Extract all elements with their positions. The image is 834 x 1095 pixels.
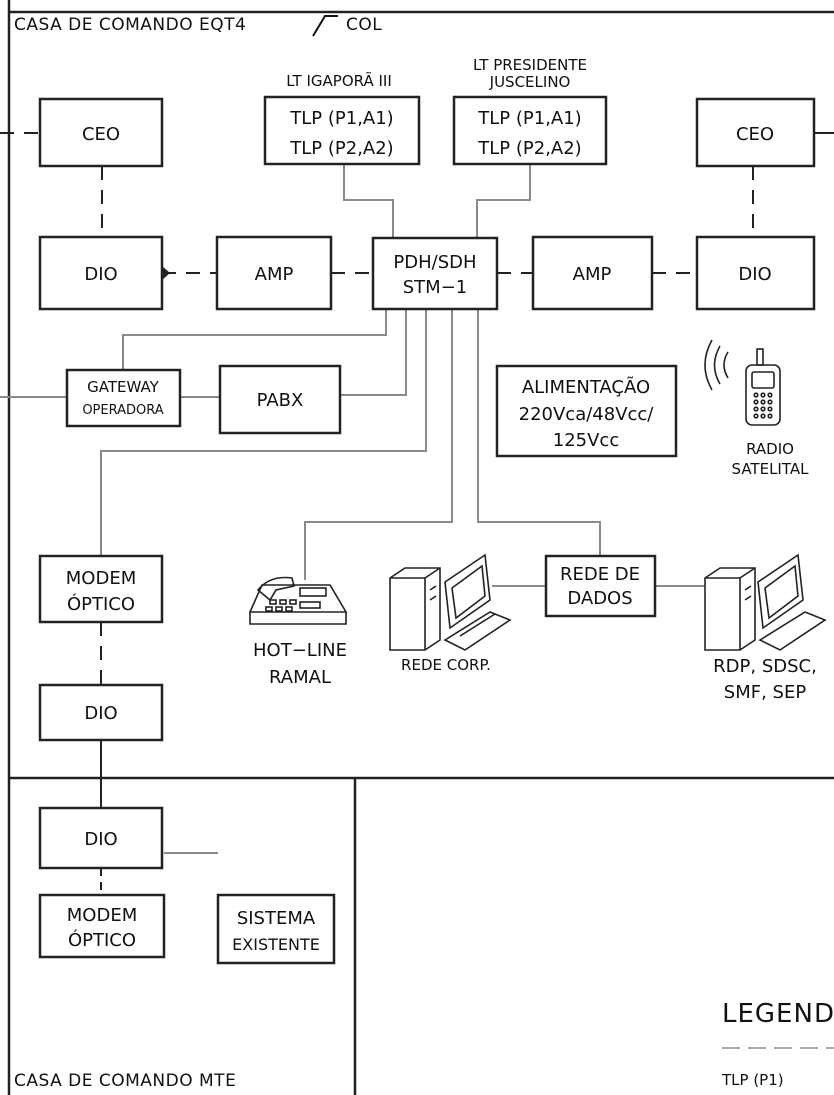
tlp-igapora-line2: TLP (P2,A2) [289, 138, 393, 159]
pdh-label-line1: PDH/SDH [393, 252, 476, 273]
modem-bottom-label-line2: ÓPTICO [68, 929, 136, 951]
rede-corp-label: REDE CORP. [401, 656, 491, 674]
radio-label-line2: SATELITAL [732, 460, 810, 478]
dio-left-label: DIO [84, 264, 117, 285]
pdh-label-line2: STM−1 [403, 277, 468, 298]
rdp-label-line2: SMF, SEP [724, 682, 807, 703]
rdp-computer-icon [705, 555, 825, 650]
pabx-label: PABX [257, 390, 304, 411]
alimentacao-label-line3: 125Vcc [553, 430, 619, 451]
lt-presidente-title-line1: LT PRESIDENTE [473, 56, 587, 74]
dio-bottom-label: DIO [84, 829, 117, 850]
alimentacao-label-line1: ALIMENTAÇÃO [522, 376, 650, 398]
top-section-title-suffix: COL [346, 15, 382, 35]
bottom-section-title: CASA DE COMANDO MTE [14, 1071, 236, 1091]
telephone-icon [250, 578, 346, 625]
pdh-sdh-box[interactable] [373, 238, 497, 309]
ceo-right-label: CEO [736, 124, 774, 145]
gateway-label-line2: OPERADORA [82, 403, 163, 418]
modem-top-label-line1: MODEM [66, 568, 136, 589]
ceo-left-label: CEO [82, 124, 120, 145]
rede-dados-label-line2: DADOS [567, 588, 632, 609]
lt-igapora-title: LT IGAPORÃ III [286, 71, 392, 90]
rede-dados-label-line1: REDE DE [560, 564, 640, 585]
top-section-title: CASA DE COMANDO EQT4 [14, 15, 246, 35]
legend-title: LEGEND [722, 999, 834, 1029]
lt-presidente-title-line2: JUSCELINO [489, 73, 571, 91]
tlp-presidente-line2: TLP (P2,A2) [477, 138, 581, 159]
amp-right-label: AMP [573, 264, 612, 285]
radio-satelital-phone-icon [705, 340, 780, 425]
gateway-label-line1: GATEWAY [87, 378, 159, 396]
modem-bottom-label-line1: MODEM [67, 905, 137, 926]
dio-middle-label: DIO [84, 703, 117, 724]
hotline-label-line1: HOT−LINE [253, 640, 347, 661]
dio-right-label: DIO [738, 264, 771, 285]
radio-label-line1: RADIO [746, 440, 794, 458]
rdp-label-line1: RDP, SDSC, [713, 656, 817, 677]
legend-tlp-label: TLP (P1) [721, 1071, 784, 1089]
amp-left-label: AMP [255, 264, 294, 285]
tlp-presidente-line1: TLP (P1,A1) [477, 108, 581, 129]
title-slash-mark [313, 16, 338, 36]
sistema-label-line1: SISTEMA [237, 908, 316, 929]
alimentacao-label-line2: 220Vca/48Vcc/ [519, 404, 655, 425]
tlp-igapora-line1: TLP (P1,A1) [289, 108, 393, 129]
sistema-label-line2: EXISTENTE [232, 935, 320, 954]
hotline-label-line2: RAMAL [269, 667, 331, 688]
rede-corp-computer-icon [390, 555, 510, 650]
modem-top-label-line2: ÓPTICO [67, 593, 135, 615]
